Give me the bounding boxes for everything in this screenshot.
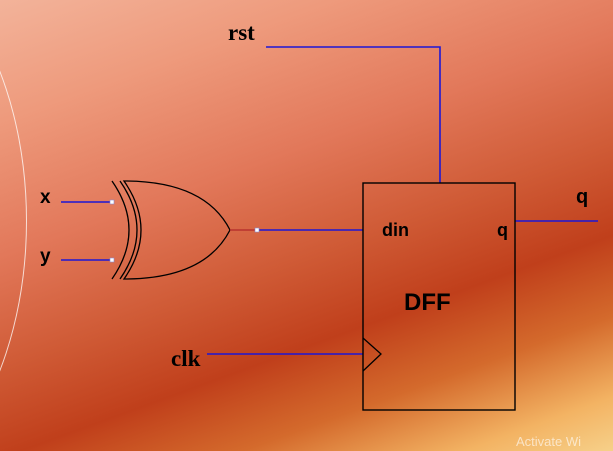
rst-label: rst (228, 20, 255, 45)
y-terminal (109, 257, 115, 263)
clk-label: clk (171, 346, 201, 371)
dff-block (362, 182, 516, 411)
rst-wire (266, 46, 441, 183)
x-label: x (40, 187, 51, 208)
q-output-label: q (576, 186, 588, 208)
watermark-text: Activate Wi (516, 434, 581, 449)
y-label: y (40, 246, 51, 267)
xor-output-terminal (254, 227, 260, 233)
dff-title: DFF (404, 289, 451, 316)
q-port-label: q (497, 220, 508, 240)
xor-gate-icon (111, 180, 231, 280)
din-port-label: din (382, 220, 409, 240)
clock-triangle-icon (362, 337, 382, 372)
x-terminal (109, 199, 115, 205)
